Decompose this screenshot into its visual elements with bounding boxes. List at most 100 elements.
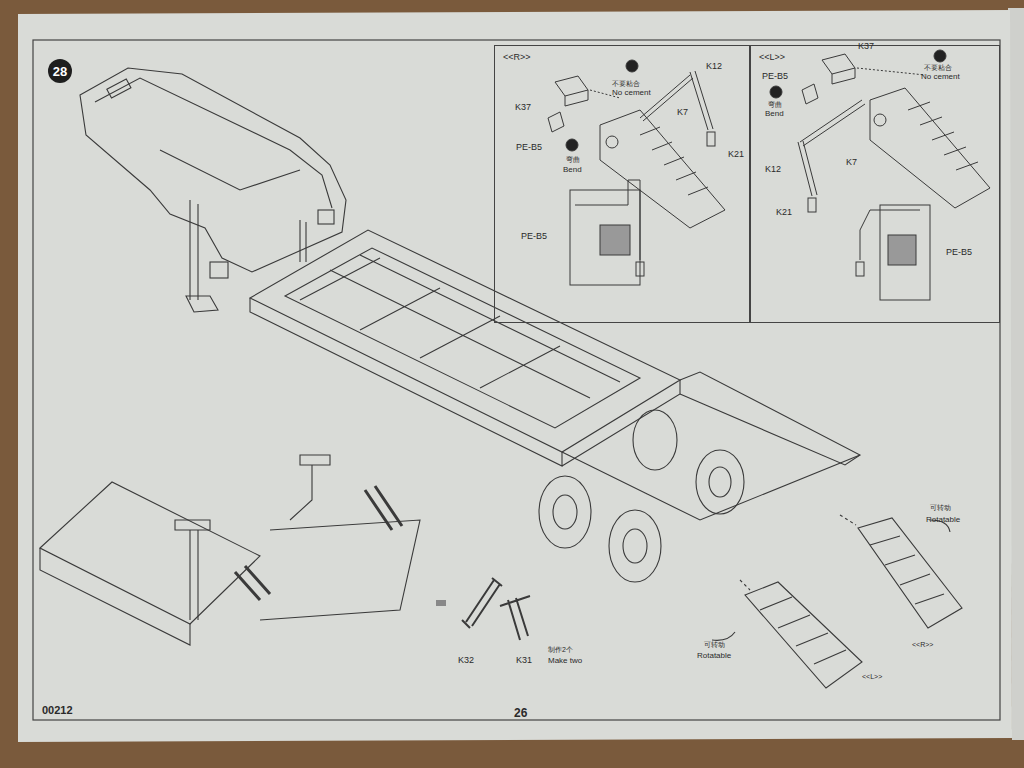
arrow-mark — [436, 600, 446, 606]
wheel — [696, 450, 744, 514]
plate — [318, 210, 334, 224]
deck-ribs — [300, 255, 620, 398]
step-number: 28 — [48, 59, 72, 83]
hole — [606, 136, 618, 148]
part-k21 — [808, 198, 816, 212]
hub — [553, 495, 577, 529]
pe-plate — [888, 235, 916, 265]
part-number: PE-B5 — [521, 232, 547, 242]
annotation: Make two — [548, 657, 582, 666]
part-k7 — [640, 75, 693, 121]
annotation: <<R>> — [912, 641, 933, 649]
detail-body — [40, 482, 260, 624]
no-cement-icon — [626, 60, 638, 72]
part-number: K7 — [846, 158, 857, 168]
annotation: Rotatable — [926, 516, 960, 525]
wheel — [539, 476, 591, 548]
guide-line — [740, 515, 856, 590]
annotation: 26 — [514, 707, 527, 720]
inset-r-art — [548, 60, 725, 285]
detail-side — [40, 548, 190, 645]
part-number: K21 — [728, 150, 744, 160]
part-k21 — [636, 262, 644, 276]
gooseneck — [80, 68, 346, 272]
part-k37 — [555, 76, 588, 106]
annotation: 弯曲 — [566, 156, 580, 164]
part-number: K12 — [765, 165, 781, 175]
part-k31 — [500, 596, 530, 640]
ramp-l — [745, 582, 862, 688]
part-number: PE-B5 — [762, 72, 788, 82]
annotation: 可转动 — [704, 641, 725, 649]
annotation: No cement — [612, 89, 651, 98]
part-pe-b5 — [548, 112, 564, 132]
part-k37 — [822, 54, 855, 84]
part-pe-b5 — [802, 84, 818, 104]
bend-icon — [566, 139, 578, 151]
ramp-r — [858, 518, 962, 628]
page-frame — [33, 40, 1000, 720]
part-number: K12 — [706, 62, 722, 72]
part-number: K21 — [776, 208, 792, 218]
ramp — [600, 110, 725, 228]
panel-heading: <<L>> — [751, 46, 999, 62]
ramp-steps — [640, 127, 708, 195]
part-number: PE-B5 — [516, 143, 542, 153]
ramp-steps — [870, 536, 944, 604]
annotation: 制作2个 — [548, 646, 573, 654]
annotation: <<L>> — [862, 673, 882, 681]
hole — [874, 114, 886, 126]
step-number-text: 28 — [53, 64, 67, 79]
annotation: 可转动 — [930, 504, 951, 512]
detail-box — [570, 190, 640, 285]
deck-side — [250, 298, 680, 466]
wheel — [633, 410, 677, 470]
detail-frame — [260, 520, 420, 620]
detail-box — [880, 205, 930, 300]
annotation: 不要粘合 — [924, 64, 952, 72]
detail-jack — [175, 520, 210, 620]
ramp-steps — [760, 597, 846, 664]
part-k21 — [856, 262, 864, 276]
annotation: Bend — [765, 110, 784, 119]
part-number: PE-B5 — [946, 248, 972, 258]
annotation: 00212 — [42, 704, 73, 716]
rear-frame — [562, 452, 860, 520]
deck-frame — [285, 248, 640, 428]
inset-panel: <<L>> — [750, 45, 1000, 323]
plate — [210, 262, 228, 278]
part-number: K31 — [516, 656, 532, 666]
no-cement-icon — [934, 50, 946, 62]
wheel — [609, 510, 661, 582]
part-k7 — [800, 100, 865, 146]
pe-plate — [600, 225, 630, 255]
part-k12 — [690, 71, 713, 130]
part-number: K37 — [858, 42, 874, 52]
hatch — [107, 79, 131, 98]
annotation: Bend — [563, 166, 582, 175]
inset-l-art — [770, 50, 990, 300]
gooseneck-detail — [160, 150, 300, 190]
annotation: Rotatable — [697, 652, 731, 661]
bend-icon — [770, 86, 782, 98]
annotation: 弯曲 — [768, 101, 782, 109]
part-k21 — [707, 132, 715, 146]
rear-deck — [680, 372, 860, 465]
hub — [709, 467, 731, 497]
part-number: K7 — [677, 108, 688, 118]
support-leg — [300, 220, 306, 262]
support-leg — [186, 200, 218, 312]
annotation: 不要粘合 — [612, 80, 640, 88]
detail-post — [290, 455, 330, 520]
rotate-arrow — [712, 520, 950, 640]
panel-heading: <<R>> — [495, 46, 749, 62]
hub — [623, 529, 647, 563]
detail-rod — [575, 180, 640, 260]
gooseneck-edge — [95, 78, 332, 208]
part-number: K32 — [458, 656, 474, 666]
main-assembly — [40, 68, 962, 688]
ramp-steps — [908, 102, 978, 170]
part-number: K37 — [515, 103, 531, 113]
